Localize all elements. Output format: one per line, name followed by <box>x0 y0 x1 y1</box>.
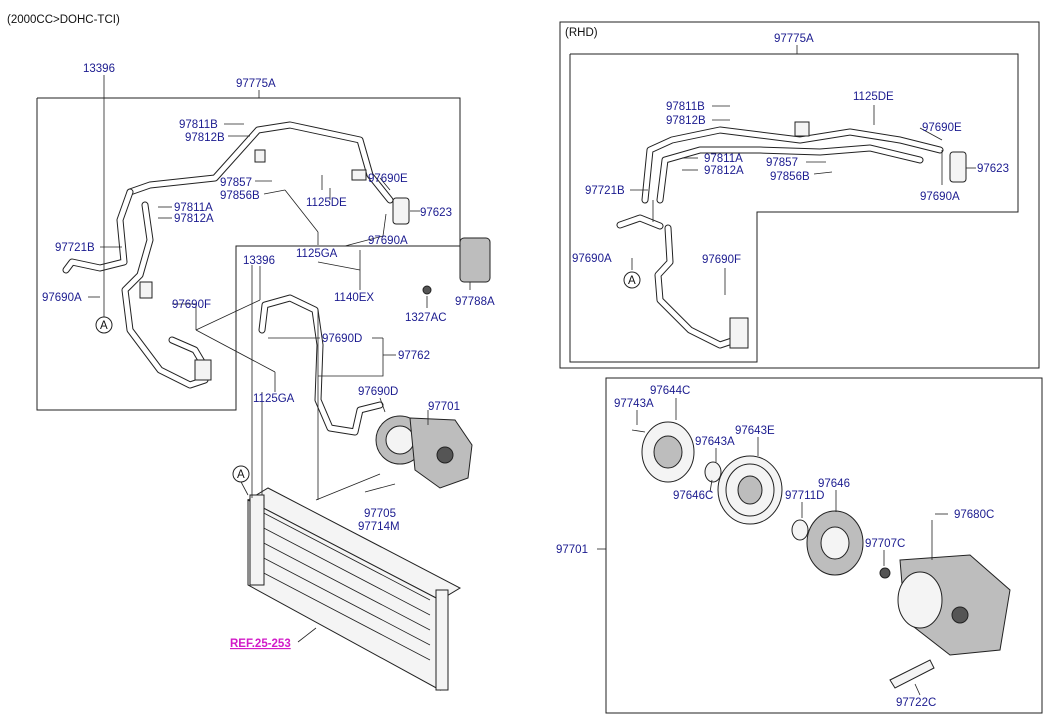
part-label-97690e: 97690E <box>922 122 962 134</box>
connector-marker-a-rhd: A <box>623 271 641 289</box>
rhd-leader-lines <box>630 45 976 295</box>
part-label-97811a: 97811A <box>174 202 213 214</box>
part-label-97690a: 97690A <box>572 253 612 265</box>
part-label-97690a: 97690A <box>42 292 82 304</box>
engine-variant-note: (2000CC>DOHC-TCI) <box>7 14 120 26</box>
connector-marker-a-condenser: A <box>232 465 250 483</box>
rhd-section-frame <box>559 21 1040 369</box>
part-label-1140ex: 1140EX <box>334 292 374 304</box>
main-suction-discharge-hoses <box>62 121 394 389</box>
liquid-line-97762 <box>258 294 384 436</box>
compressor-leader-lines <box>597 398 948 696</box>
part-label-97812b: 97812B <box>185 132 225 144</box>
part-label-97856b: 97856B <box>220 190 260 202</box>
compressor-detail-frame <box>605 377 1043 714</box>
main-leader-lines <box>88 75 471 643</box>
part-label-97762: 97762 <box>398 350 430 362</box>
part-label-97811a: 97811A <box>704 153 743 165</box>
part-label-97646: 97646 <box>818 478 850 490</box>
part-label-97857: 97857 <box>766 157 798 169</box>
part-label-97690e: 97690E <box>368 173 408 185</box>
marker-a-label: A <box>237 469 245 481</box>
part-label-1327ac: 1327AC <box>405 312 447 324</box>
part-label-97623: 97623 <box>977 163 1009 175</box>
condenser-assembly <box>246 487 462 691</box>
part-label-97788a: 97788A <box>455 296 495 308</box>
part-label-97643e: 97643E <box>735 425 775 437</box>
part-label-97623: 97623 <box>420 207 452 219</box>
part-label-97775a: 97775A <box>236 78 276 90</box>
part-label-97721b: 97721B <box>55 242 95 254</box>
part-label-97811b: 97811B <box>179 119 218 131</box>
part-label-97690d: 97690D <box>358 386 398 398</box>
connector-marker-a-main-left: A <box>95 316 113 334</box>
part-label-1125ga: 1125GA <box>296 248 338 260</box>
part-label-97856b: 97856B <box>770 171 810 183</box>
part-label-97722c: 97722C <box>896 697 936 709</box>
receiver-drier-bracket <box>392 197 491 295</box>
part-label-97857: 97857 <box>220 177 252 189</box>
part-label-97701: 97701 <box>428 401 460 413</box>
reference-link[interactable]: REF.25-253 <box>230 638 291 650</box>
part-label-97643a: 97643A <box>695 436 735 448</box>
compressor-exploded-view <box>631 421 1011 689</box>
part-label-97690f: 97690F <box>702 254 741 266</box>
rhd-hose-assembly <box>616 121 967 349</box>
part-label-97711d: 97711D <box>785 490 824 502</box>
part-label-97646c: 97646C <box>673 490 713 502</box>
part-label-97812a: 97812A <box>174 213 214 225</box>
part-label-13396: 13396 <box>243 255 275 267</box>
part-label-1125de: 1125DE <box>853 91 894 103</box>
main-hose-assembly-frame <box>36 97 461 411</box>
part-label-97644c: 97644C <box>650 385 690 397</box>
part-label-97812b: 97812B <box>666 115 706 127</box>
marker-a-label: A <box>628 275 636 287</box>
part-label-97721b: 97721B <box>585 185 625 197</box>
part-label-1125de: 1125DE <box>306 197 347 209</box>
part-label-97701: 97701 <box>556 544 588 556</box>
part-label-1125ga: 1125GA <box>253 393 295 405</box>
part-label-97812a: 97812A <box>704 165 744 177</box>
compressor-assembly <box>364 415 473 493</box>
part-label-97705: 97705 <box>364 508 396 520</box>
part-label-97811b: 97811B <box>666 101 705 113</box>
part-label-97714m: 97714M <box>358 521 400 533</box>
part-label-97690d: 97690D <box>322 333 362 345</box>
part-label-97690a: 97690A <box>920 191 960 203</box>
rhd-section-note: (RHD) <box>565 27 598 39</box>
marker-a-label: A <box>100 320 108 332</box>
part-label-97690a: 97690A <box>368 235 408 247</box>
part-label-97775a: 97775A <box>774 33 814 45</box>
part-label-97680c: 97680C <box>954 509 994 521</box>
part-label-97743a: 97743A <box>614 398 654 410</box>
part-label-97690f: 97690F <box>172 299 211 311</box>
part-label-13396: 13396 <box>83 63 115 75</box>
part-label-97707c: 97707C <box>865 538 905 550</box>
